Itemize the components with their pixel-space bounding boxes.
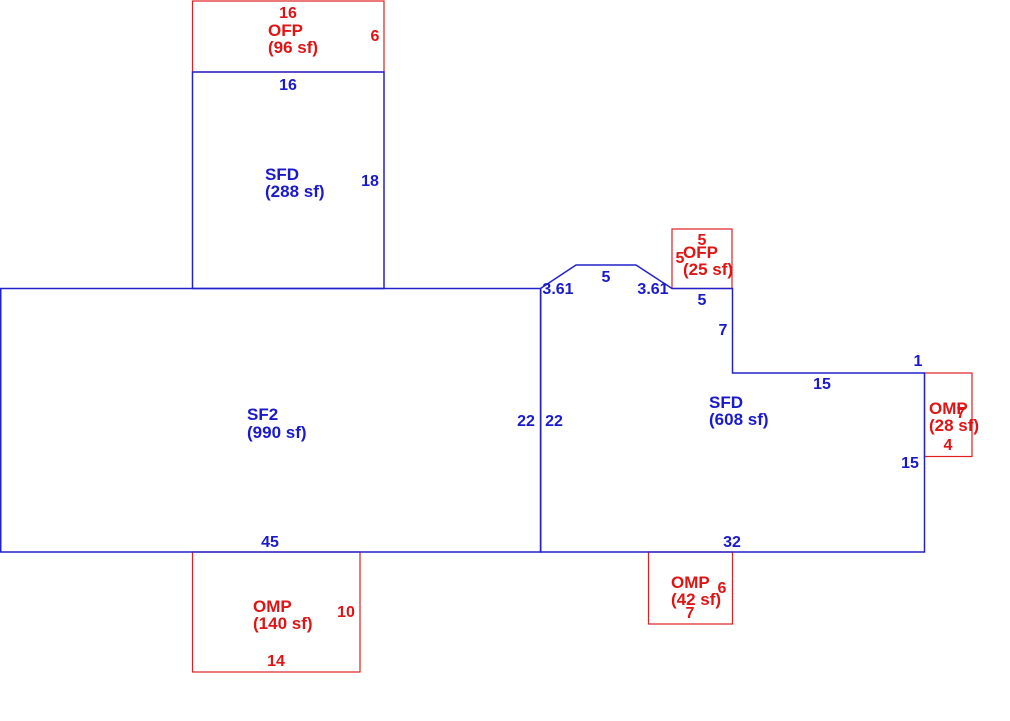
dim-sfd-right-top: 15 xyxy=(813,376,831,393)
dim-ofp-small-left: 5 xyxy=(676,250,685,267)
sfd-upper-area: (288 sf) xyxy=(265,182,325,201)
dim-sfd-right-side: 15 xyxy=(901,455,919,472)
dim-sf2-right: 22 xyxy=(517,413,535,430)
sfd-right-outline xyxy=(539,264,926,553)
dim-omp-right-bottom: 4 xyxy=(944,437,953,454)
sfd-upper-code: SFD xyxy=(265,165,299,184)
dim-sfd-right-left: 22 xyxy=(545,413,563,430)
ofp-small-code: OFP xyxy=(683,243,718,262)
dim-omp-left-side: 10 xyxy=(337,604,355,621)
omp-mid-area: (42 sf) xyxy=(671,590,721,609)
dim-omp-left-bottom: 14 xyxy=(267,653,285,670)
dim-bay-left-slant: 3.61 xyxy=(542,281,573,298)
omp-left-code: OMP xyxy=(253,597,292,616)
sfd-right-code: SFD xyxy=(709,393,743,412)
omp-mid-code: OMP xyxy=(671,573,710,592)
sfd-right-area: (608 sf) xyxy=(709,410,769,429)
omp-right-code: OMP xyxy=(929,399,968,418)
dim-sfd-right-bottom: 32 xyxy=(723,534,741,551)
dim-sfd-right-corner: 1 xyxy=(914,353,923,370)
dim-omp-right-side: 7 xyxy=(957,405,966,422)
dim-sfd-notch-top: 5 xyxy=(698,292,707,309)
dim-ofp-upper-top: 16 xyxy=(279,5,297,22)
dim-sfd-upper-side: 18 xyxy=(361,173,379,190)
omp-left-area: (140 sf) xyxy=(253,614,313,633)
dim-bay-top: 5 xyxy=(602,269,611,286)
ofp-upper-code: OFP xyxy=(268,21,303,40)
dim-omp-mid-bottom: 7 xyxy=(686,605,695,622)
ofp-small-area: (25 sf) xyxy=(683,260,733,279)
ofp-upper-area: (96 sf) xyxy=(268,38,318,57)
sf2-code: SF2 xyxy=(247,405,278,424)
dim-sfd-upper-top: 16 xyxy=(279,77,297,94)
sf2-area: (990 sf) xyxy=(247,423,307,442)
dim-omp-mid-side: 6 xyxy=(718,580,727,597)
dim-ofp-upper-side: 6 xyxy=(371,28,380,45)
dim-bay-right-slant: 3.61 xyxy=(637,281,668,298)
dim-ofp-small-top: 5 xyxy=(698,232,707,249)
dim-sfd-notch-side: 7 xyxy=(719,322,728,339)
dim-sf2-bottom: 45 xyxy=(261,534,279,551)
omp-right-area: (28 sf) xyxy=(929,416,979,435)
